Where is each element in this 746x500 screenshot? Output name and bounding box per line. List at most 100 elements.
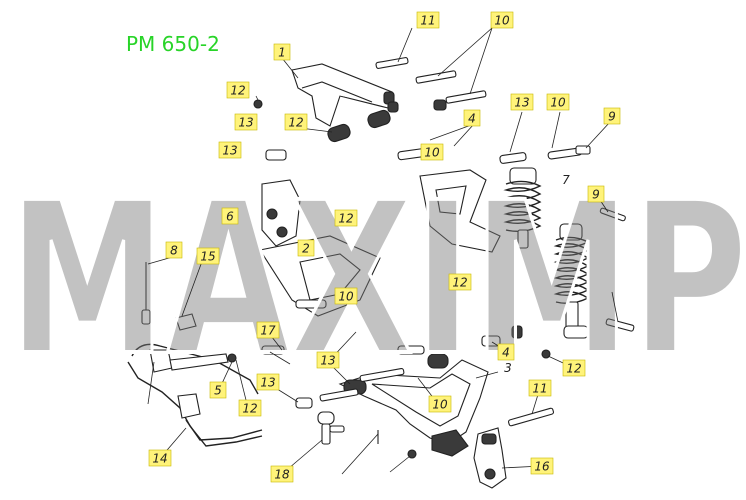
- callout-box: [256, 321, 280, 339]
- callout-15: 15: [196, 247, 220, 265]
- callout-number: 8: [170, 244, 178, 258]
- callout-box: [165, 241, 183, 259]
- callout-box: [416, 11, 440, 29]
- callout-box: [270, 465, 294, 483]
- callout-box: [510, 93, 534, 111]
- callout-number: 9: [608, 110, 616, 124]
- callout-box: [273, 43, 291, 61]
- knuckle-lower: [473, 427, 507, 489]
- callout-9: 9: [603, 107, 621, 125]
- knuckle-upper: [261, 179, 301, 247]
- callout-box: [428, 395, 452, 413]
- callout-10: 10: [490, 11, 514, 29]
- callout-box: [234, 113, 258, 131]
- callout-12: 12: [562, 359, 586, 377]
- callout-number: 9: [592, 188, 600, 202]
- callout-number: 5: [214, 384, 222, 398]
- callout-13: 13: [316, 351, 340, 369]
- leader-lines: [147, 27, 619, 475]
- washers: [227, 149, 551, 409]
- callout-box: [497, 343, 515, 361]
- callout-box: [221, 207, 239, 225]
- callout-box: [284, 113, 308, 131]
- callout-10: 10: [546, 93, 570, 111]
- shock-absorber-upper: [503, 167, 542, 249]
- callout-box: [530, 457, 554, 475]
- callout-13: 13: [234, 113, 258, 131]
- top-bolts: [253, 57, 487, 113]
- callout-number: 17: [260, 324, 276, 338]
- callout-6: 6: [221, 207, 239, 225]
- callout-number: 13: [238, 116, 253, 130]
- callout-box: [587, 185, 605, 203]
- callout-box: [209, 381, 227, 399]
- callout-number: 13: [320, 354, 335, 368]
- callout-number: 10: [338, 290, 354, 304]
- callout-number: 12: [242, 402, 257, 416]
- callout-box: [420, 143, 444, 161]
- callout-number: 11: [532, 382, 547, 396]
- callout-4: 4: [497, 343, 515, 361]
- callout-box: [148, 449, 172, 467]
- callout-number: 10: [494, 14, 510, 28]
- callout-number: 13: [260, 376, 275, 390]
- callout-18: 18: [270, 465, 294, 483]
- callout-number: 12: [452, 276, 467, 290]
- callout-10: 10: [428, 395, 452, 413]
- part-number-7: 7: [562, 173, 570, 187]
- callout-number: 13: [222, 144, 237, 158]
- parts-layer: [127, 57, 635, 489]
- watermark: MAXIMP: [6, 155, 746, 404]
- callout-12: 12: [334, 209, 358, 227]
- callout-number: 10: [550, 96, 566, 110]
- ball-joint: [317, 411, 345, 445]
- callout-box: [226, 81, 250, 99]
- callout-box: [334, 287, 358, 305]
- callout-layer: 1244568991010101010111112121212121213131…: [148, 11, 621, 483]
- callout-5: 5: [209, 381, 227, 399]
- callout-8: 8: [165, 241, 183, 259]
- bolts-bottom: [319, 367, 555, 459]
- callout-number: 2: [302, 242, 310, 256]
- callout-number: 16: [534, 460, 550, 474]
- bushings-row: [397, 147, 583, 164]
- callout-number: 12: [288, 116, 303, 130]
- callout-number: 4: [502, 346, 510, 360]
- callout-12: 12: [238, 399, 262, 417]
- lower-a-arm: [338, 353, 489, 457]
- callout-box: [256, 373, 280, 391]
- callout-17: 17: [256, 321, 280, 339]
- callout-14: 14: [148, 449, 172, 467]
- callout-12: 12: [284, 113, 308, 131]
- shock-absorber-lower: [553, 223, 590, 339]
- callout-number: 12: [230, 84, 245, 98]
- callout-11: 11: [528, 379, 552, 397]
- diagram-title: PM 650-2: [126, 32, 220, 56]
- callout-box: [218, 141, 242, 159]
- callout-13: 13: [256, 373, 280, 391]
- upper-mid-arm: [419, 169, 501, 253]
- callout-box: [334, 209, 358, 227]
- callout-number: 10: [432, 398, 448, 412]
- callout-box: [297, 239, 315, 257]
- upper-a-arm: [291, 63, 395, 143]
- callout-12: 12: [226, 81, 250, 99]
- callout-number: 15: [200, 250, 215, 264]
- callout-9: 9: [587, 185, 605, 203]
- callout-number: 18: [274, 468, 290, 482]
- callout-box: [463, 109, 481, 127]
- callout-box: [603, 107, 621, 125]
- bracket-link: [141, 262, 229, 371]
- callout-4: 4: [463, 109, 481, 127]
- callout-box: [546, 93, 570, 111]
- callout-number: 11: [420, 14, 435, 28]
- callout-box: [490, 11, 514, 29]
- callout-13: 13: [218, 141, 242, 159]
- callout-box: [448, 273, 472, 291]
- callout-10: 10: [420, 143, 444, 161]
- part-number-3: 3: [504, 361, 512, 375]
- callout-number: 6: [226, 210, 234, 224]
- callout-box: [196, 247, 220, 265]
